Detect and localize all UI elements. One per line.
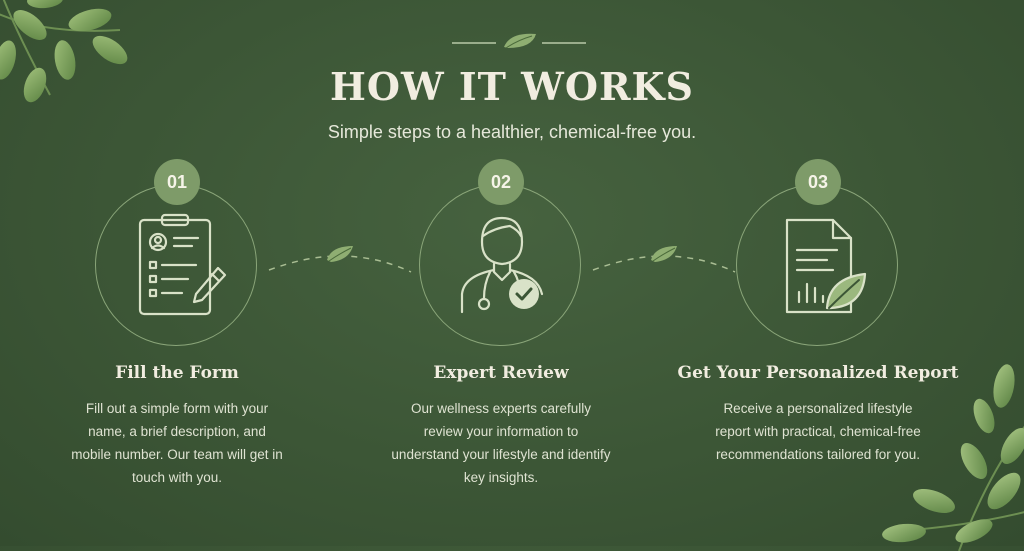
step-card-1: 01 Fill the Form Fill out a simple form … xyxy=(27,157,327,497)
step-card-3: 03 Get Your Personalized Report Receive … xyxy=(668,157,968,497)
leaf-branch-decoration-bottom-right xyxy=(882,364,1024,551)
step-number-badge: 03 xyxy=(795,159,841,205)
step-connector-1-2 xyxy=(268,246,412,273)
step-description: Fill out a simple form with your name, a… xyxy=(71,401,283,485)
step-title: Get Your Personalized Report xyxy=(677,363,959,383)
step-number-badge: 01 xyxy=(154,159,200,205)
page-title: HOW IT WORKS xyxy=(329,64,695,109)
step-connector-2-3 xyxy=(592,246,736,273)
step-title: Expert Review xyxy=(433,363,569,383)
step-title: Fill the Form xyxy=(115,363,239,383)
clipboard-form-icon xyxy=(138,213,227,316)
report-leaf-icon xyxy=(785,218,867,314)
step-description: Receive a personalized lifestyle report … xyxy=(715,401,921,462)
step-description: Our wellness experts carefully review yo… xyxy=(391,401,611,485)
leaf-branch-decoration-top-left xyxy=(0,0,128,103)
step-number-badge: 02 xyxy=(478,159,524,205)
leaf-divider-ornament xyxy=(452,33,586,49)
step-card-2: 02 Expert Review Our wellness experts ca… xyxy=(351,157,651,497)
page-subtitle: Simple steps to a healthier, chemical-fr… xyxy=(327,122,697,142)
doctor-check-icon xyxy=(460,216,544,314)
